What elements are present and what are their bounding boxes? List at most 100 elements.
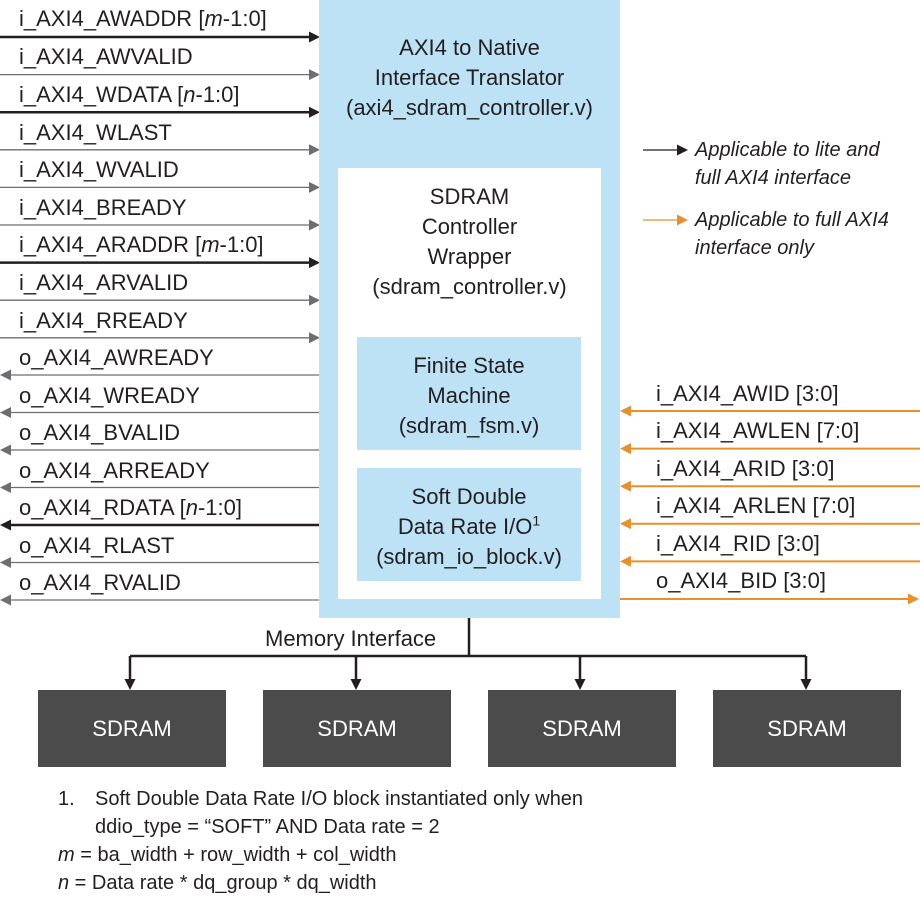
ddio-block bbox=[357, 468, 581, 581]
left-output-label: o_AXI4_AWREADY bbox=[19, 345, 214, 371]
m-variable: m bbox=[58, 844, 75, 866]
orange-output-arrowhead bbox=[908, 593, 919, 605]
left-output-label: o_AXI4_RLAST bbox=[19, 533, 174, 559]
footnote-number: 1. bbox=[58, 788, 75, 810]
signal-name: i_AXI4_AWVALID bbox=[19, 44, 193, 69]
ddio-footnote-mark: 1 bbox=[532, 512, 541, 529]
orange-input-arrowhead bbox=[620, 480, 631, 492]
bus-close: -1:0] bbox=[219, 232, 264, 257]
ddio-title-1: Soft Double bbox=[411, 484, 527, 509]
orange-input-arrowhead bbox=[620, 518, 631, 530]
input-arrowhead bbox=[309, 219, 320, 231]
fsm-file: (sdram_fsm.v) bbox=[398, 413, 540, 438]
right-signal-label: o_AXI4_BID [3:0] bbox=[656, 568, 826, 593]
left-input-label: i_AXI4_ARADDR [m-1:0] bbox=[19, 232, 264, 258]
signal-name: o_AXI4_RDATA bbox=[19, 495, 174, 520]
output-arrowhead bbox=[0, 444, 11, 456]
left-input-label: i_AXI4_BREADY bbox=[19, 195, 187, 221]
left-input-label: i_AXI4_WVALID bbox=[19, 157, 179, 183]
signal-name: i_AXI4_WLAST bbox=[19, 120, 172, 145]
memory-drop-arrowhead bbox=[574, 679, 586, 690]
signal-name: o_AXI4_RVALID bbox=[19, 570, 181, 595]
bus-var: m bbox=[201, 232, 220, 257]
left-output-label: o_AXI4_RDATA [n-1:0] bbox=[19, 495, 242, 521]
wrapper-title-3: Wrapper bbox=[427, 244, 512, 269]
output-arrowhead bbox=[0, 557, 11, 568]
wrapper-file: (sdram_controller.v) bbox=[372, 274, 567, 299]
signal-name: i_AXI4_RREADY bbox=[19, 308, 188, 333]
ddio-title-2-text: Data Rate I/O bbox=[397, 514, 533, 539]
sdram-chip: SDRAM bbox=[38, 690, 226, 767]
input-arrowhead bbox=[309, 257, 320, 269]
ddio-file: (sdram_io_block.v) bbox=[376, 544, 562, 569]
left-input-label: i_AXI4_WLAST bbox=[19, 120, 172, 146]
sdram-chip: SDRAM bbox=[263, 690, 451, 767]
translator-label: AXI4 to Native Interface Translator (axi… bbox=[319, 33, 620, 123]
input-arrowhead bbox=[309, 294, 320, 306]
signal-name: o_AXI4_RLAST bbox=[19, 533, 175, 558]
signal-name: o_AXI4_WREADY bbox=[19, 383, 200, 408]
signal-name: i_AXI4_ARVALID bbox=[19, 270, 189, 295]
left-output-label: o_AXI4_WREADY bbox=[19, 383, 200, 409]
input-arrowhead bbox=[309, 144, 320, 156]
input-arrowhead bbox=[309, 181, 320, 193]
footnote-line-2: ddio_type = “SOFT” AND Data rate = 2 bbox=[95, 816, 440, 838]
n-formula: = Data rate * dq_group * dq_width bbox=[69, 872, 377, 894]
output-arrowhead bbox=[0, 594, 11, 606]
signal-name: o_AXI4_AWREADY bbox=[19, 345, 214, 370]
fsm-title-1: Finite State bbox=[413, 353, 525, 378]
bus-var: n bbox=[185, 495, 198, 520]
bus-close: -1:0] bbox=[195, 82, 240, 107]
wrapper-title-1: SDRAM bbox=[429, 184, 510, 209]
n-variable: n bbox=[58, 872, 70, 894]
output-arrowhead bbox=[0, 482, 11, 493]
signal-name: i_AXI4_WDATA bbox=[19, 82, 172, 107]
legend-orange-text: Applicable to full AXI4 interface only bbox=[695, 206, 889, 262]
bus-open: [ bbox=[188, 232, 202, 257]
right-signal-label: i_AXI4_ARID [3:0] bbox=[656, 456, 835, 481]
bus-open: [ bbox=[192, 6, 205, 31]
legend-orange-arrowhead bbox=[677, 214, 688, 226]
signal-name: i_AXI4_AWADDR bbox=[19, 6, 193, 31]
left-input-label: i_AXI4_ARVALID bbox=[19, 270, 188, 296]
legend-black-line-1: Applicable to lite and bbox=[695, 139, 880, 161]
bus-var: n bbox=[183, 82, 196, 107]
signal-name: i_AXI4_ARADDR bbox=[19, 232, 189, 257]
right-signal-label: i_AXI4_AWLEN [7:0] bbox=[656, 418, 860, 443]
input-arrowhead bbox=[309, 69, 320, 81]
translator-file: (axi4_sdram_controller.v) bbox=[346, 95, 593, 120]
memory-drop-arrowhead bbox=[800, 679, 812, 690]
fsm-block bbox=[357, 337, 581, 450]
translator-title-1: AXI4 to Native bbox=[399, 35, 540, 60]
signal-name: i_AXI4_BREADY bbox=[19, 195, 187, 220]
input-arrowhead bbox=[309, 31, 320, 43]
right-signal-label: i_AXI4_RID [3:0] bbox=[656, 531, 820, 556]
legend-black-arrowhead bbox=[677, 144, 688, 156]
input-arrowhead bbox=[309, 332, 320, 344]
ddio-label: Soft Double Data Rate I/O1 (sdram_io_blo… bbox=[357, 482, 581, 572]
right-signal-label: i_AXI4_AWID [3:0] bbox=[656, 381, 839, 406]
legend-orange-line-2: interface only bbox=[695, 237, 814, 259]
m-definition: m = ba_width + row_width + col_width bbox=[58, 841, 397, 869]
signal-name: i_AXI4_WVALID bbox=[19, 157, 179, 182]
signal-name: o_AXI4_ARREADY bbox=[19, 458, 210, 483]
left-output-label: o_AXI4_BVALID bbox=[19, 420, 180, 446]
orange-input-arrowhead bbox=[620, 443, 631, 455]
memory-drop-arrowhead bbox=[350, 679, 362, 690]
wrapper-label: SDRAM Controller Wrapper (sdram_controll… bbox=[338, 182, 601, 302]
bus-close: -1:0] bbox=[222, 6, 267, 31]
n-definition: n = Data rate * dq_group * dq_width bbox=[58, 869, 377, 897]
input-arrowhead bbox=[309, 106, 320, 118]
legend-black-text: Applicable to lite and full AXI4 interfa… bbox=[695, 136, 880, 192]
left-output-label: o_AXI4_RVALID bbox=[19, 570, 181, 596]
m-formula: = ba_width + row_width + col_width bbox=[74, 844, 397, 866]
orange-input-arrowhead bbox=[620, 555, 631, 567]
fsm-title-2: Machine bbox=[427, 383, 511, 408]
sdram-chip: SDRAM bbox=[488, 690, 676, 767]
translator-title-2: Interface Translator bbox=[374, 65, 565, 90]
left-output-label: o_AXI4_ARREADY bbox=[19, 458, 210, 484]
left-input-label: i_AXI4_AWADDR [m-1:0] bbox=[19, 6, 267, 32]
sdram-chip: SDRAM bbox=[713, 690, 901, 767]
